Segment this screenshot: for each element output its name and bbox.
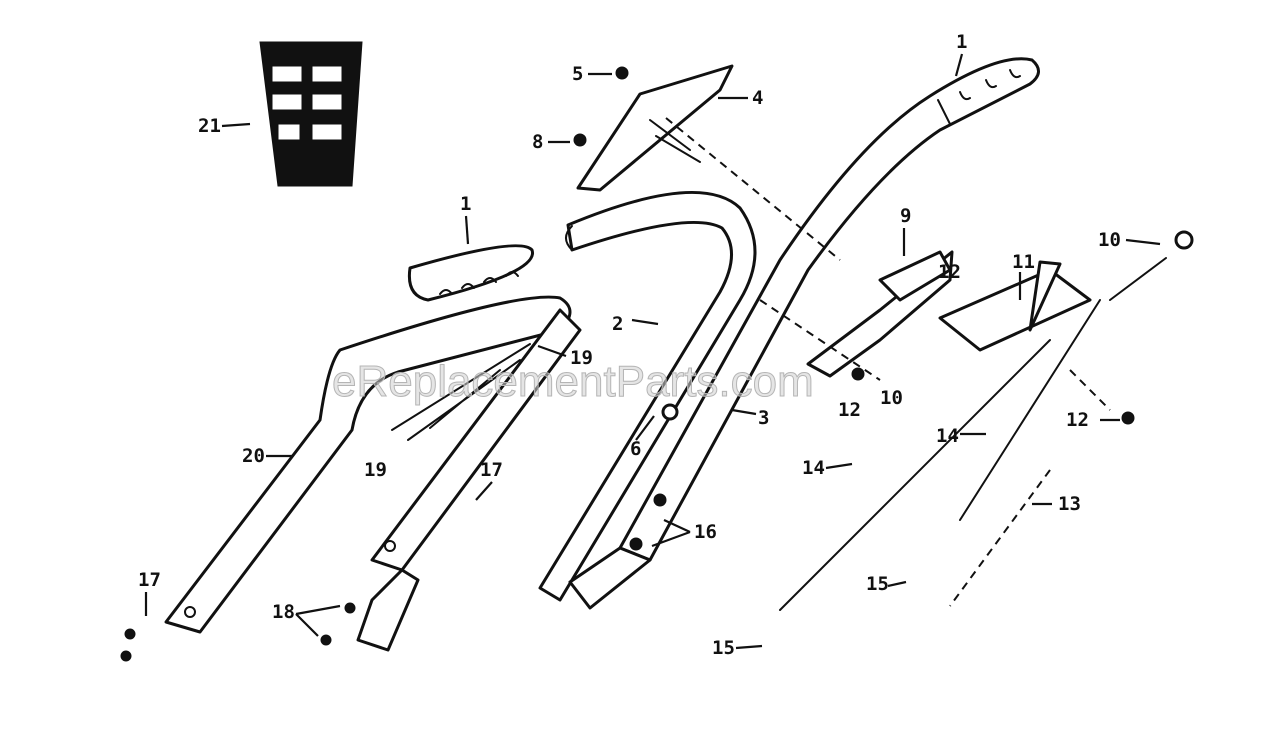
callout-12-top: 12 [938, 261, 961, 283]
callout-5: 5 [572, 63, 583, 85]
callout-15-lower: 15 [712, 637, 735, 659]
decal-part [259, 41, 363, 187]
callout-17: 17 [138, 569, 161, 591]
callout-17-middle: 17 [480, 459, 503, 481]
callout-3: 3 [758, 407, 769, 429]
callout-16: 16 [694, 521, 717, 543]
control-plate-part [806, 250, 954, 378]
brace-part [391, 343, 531, 441]
callout-18: 18 [272, 601, 295, 623]
leader-arrows [144, 53, 1161, 650]
callout-4: 4 [752, 87, 763, 109]
callout-8: 8 [532, 131, 543, 153]
callout-12-middle: 12 [838, 399, 861, 421]
callout-19-left: 19 [364, 459, 387, 481]
spring-part [949, 469, 1051, 607]
fastener-parts [120, 66, 1194, 662]
control-rod-part [779, 257, 1167, 611]
callout-6: 6 [630, 438, 641, 460]
left-grip-part [407, 244, 534, 302]
right-handle-part [568, 57, 1040, 610]
callout-12-right: 12 [1066, 409, 1089, 431]
callout-20: 20 [242, 445, 265, 467]
callout-11: 11 [1012, 251, 1035, 273]
bracket-part [576, 64, 734, 192]
callout-13: 13 [1058, 493, 1081, 515]
callout-10-lower: 10 [880, 387, 903, 409]
callouts: 1 1 2 3 4 5 6 8 9 10 11 12 12 12 13 14 1… [138, 31, 1121, 659]
watermark: eReplacementParts.com [332, 357, 814, 406]
callout-1-right-grip: 1 [956, 31, 967, 53]
control-lever-part [938, 260, 1092, 352]
callout-14-left: 14 [802, 457, 825, 479]
callout-19-upper: 19 [570, 347, 593, 369]
callout-2: 2 [612, 313, 623, 335]
lower-handle-part [164, 295, 582, 652]
upper-handle-part [538, 191, 757, 602]
callout-14-right: 14 [936, 425, 959, 447]
callout-15-upper: 15 [866, 573, 889, 595]
callout-1-left-grip: 1 [460, 193, 471, 215]
callout-21: 21 [198, 115, 221, 137]
callout-10: 10 [1098, 229, 1121, 251]
callout-9: 9 [900, 205, 911, 227]
